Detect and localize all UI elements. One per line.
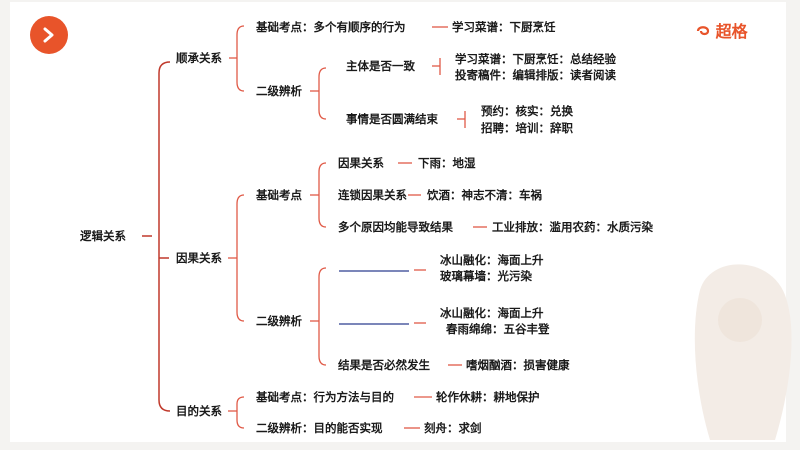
node-shuncheng: 顺承关系 [176,51,222,65]
shuncheng-complete-ex1: 预约：核实：兑换 [481,104,573,118]
mascot-watermark-icon [694,264,792,440]
logo-text: 超格 [715,22,748,41]
mudi-basic-example: 轮作休耕：耕地保护 [436,390,540,404]
root-node: 逻辑关系 [80,229,126,243]
yinguo-necessary-example: 嗜烟酗酒：损害健康 [466,358,570,372]
mudi-second-example: 刻舟：求剑 [424,421,482,435]
node-yinguo: 因果关系 [176,251,222,265]
chevron-right-icon [43,27,54,43]
yinguo-blank1-ex2: 玻璃幕墙：光污染 [440,269,532,283]
yinguo-blank1-ex1: 冰山融化：海面上升 [440,253,544,267]
yinguo-blank2-ex2: 春雨绵绵：五谷丰登 [446,322,550,336]
yinguo-chain-label: 连锁因果关系 [338,188,407,202]
yinguo-multi-example: 工业排放：滥用农药：水质污染 [492,220,653,234]
yinguo-necessary-label: 结果是否必然发生 [338,358,430,372]
slide-canvas [10,2,786,442]
shuncheng-basic-label: 基础考点：多个有顺序的行为 [256,20,406,34]
logo-swirl-icon [696,26,710,36]
yinguo-cause-label: 因果关系 [338,156,384,170]
next-button[interactable] [30,16,68,54]
mudi-basic-label: 基础考点：行为方法与目的 [256,390,394,404]
shuncheng-complete-ex2: 招聘：培训：辞职 [481,121,573,135]
shuncheng-second-label: 二级辨析 [256,84,302,98]
yinguo-chain-example: 饮酒：神志不清：车祸 [427,188,542,202]
mudi-second-label: 二级辨析：目的能否实现 [256,421,383,435]
shuncheng-subject-ex2: 投寄稿件：编辑排版：读者阅读 [455,68,616,82]
shuncheng-subject-label: 主体是否一致 [346,59,415,73]
yinguo-multi-label: 多个原因均能导致结果 [338,220,453,234]
yinguo-second-label: 二级辨析 [256,314,302,328]
shuncheng-subject-ex1: 学习菜谱：下厨烹饪：总结经验 [455,52,616,66]
yinguo-cause-example: 下雨：地湿 [418,156,476,170]
brand-logo: 超格 [696,18,748,42]
shuncheng-basic-example: 学习菜谱：下厨烹饪 [452,20,556,34]
node-mudi: 目的关系 [176,404,222,418]
shuncheng-complete-label: 事情是否圆满结束 [346,112,438,126]
yinguo-basic-label: 基础考点 [256,188,302,202]
yinguo-blank2-ex1: 冰山融化：海面上升 [440,306,544,320]
